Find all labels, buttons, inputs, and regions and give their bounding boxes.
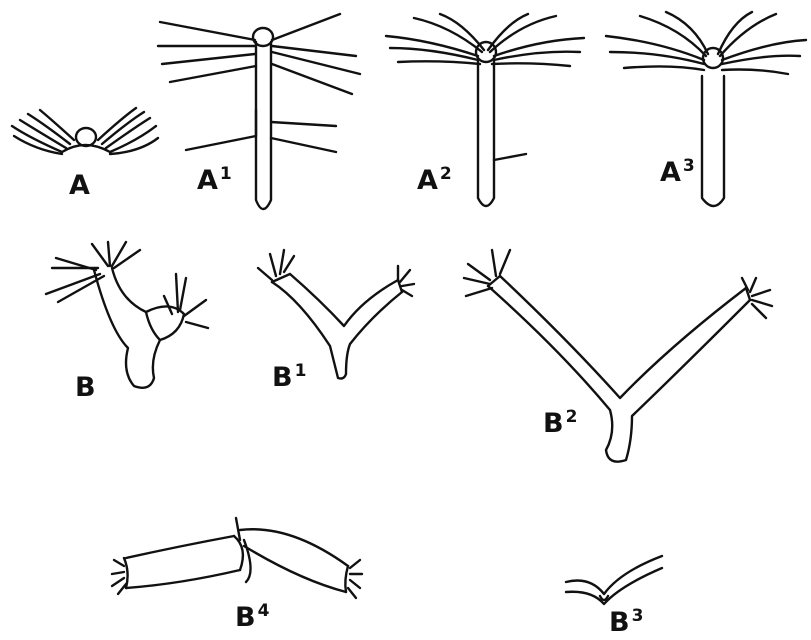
- specimen-b-drawing: [46, 242, 208, 388]
- specimen-b4-drawing: [112, 518, 362, 598]
- specimen-b1-drawing: [258, 250, 414, 379]
- specimen-a3-drawing: [606, 12, 806, 206]
- label-a: A: [69, 172, 92, 199]
- specimen-b3-drawing: [566, 556, 662, 604]
- label-b: B: [75, 374, 98, 401]
- specimen-b2-drawing: [464, 250, 772, 462]
- specimen-a-drawing: [12, 108, 158, 154]
- specimen-a1-drawing: [158, 14, 360, 209]
- specimen-a2-drawing: [386, 14, 584, 206]
